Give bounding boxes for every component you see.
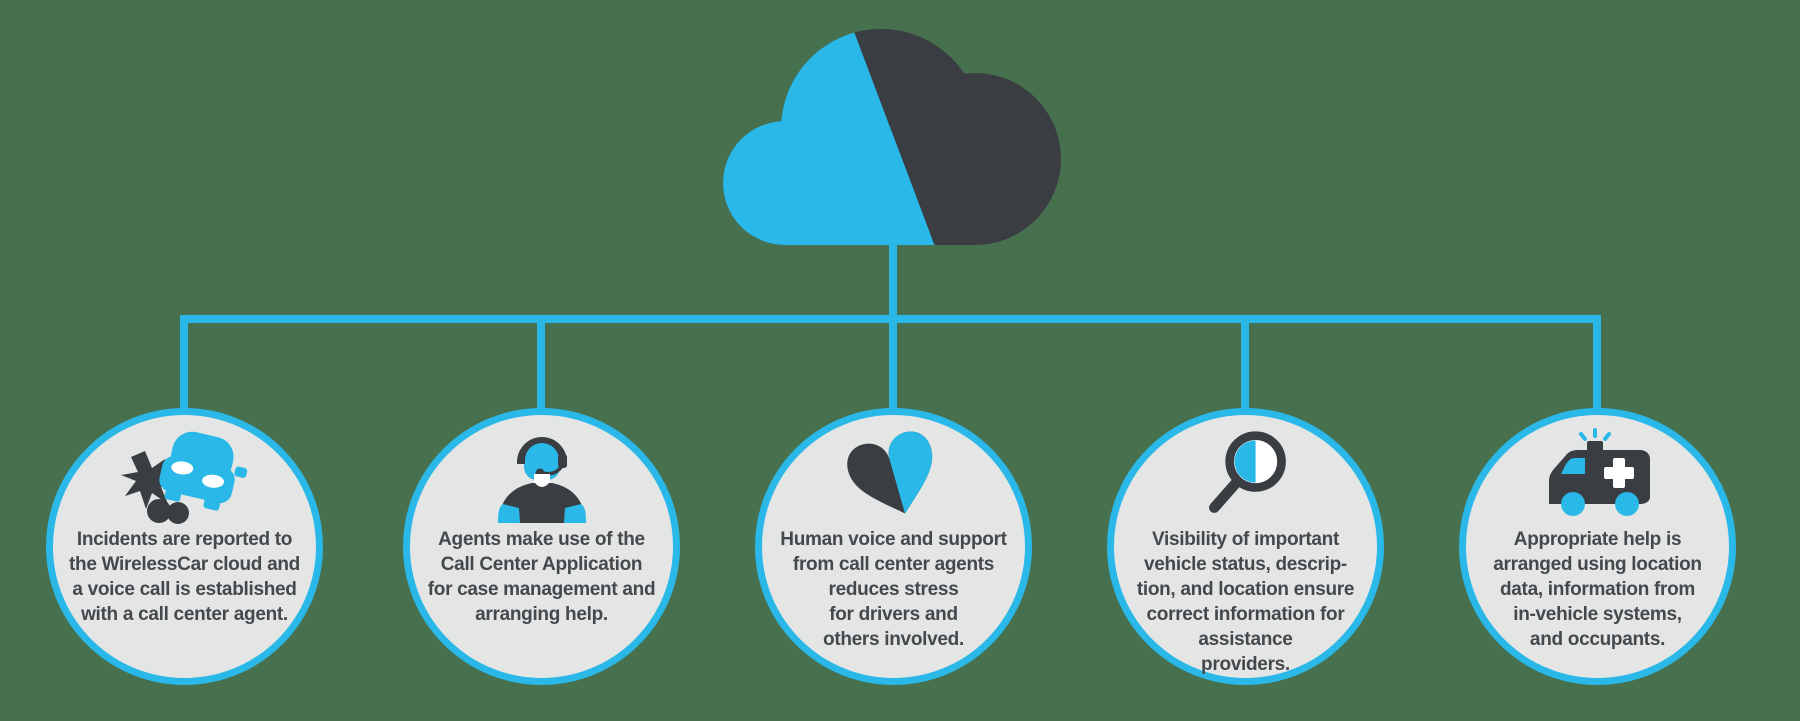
node-circle-visibility: Visibility of important vehicle status, … (1107, 408, 1384, 685)
node-text: Incidents are reported to the WirelessCa… (69, 529, 300, 625)
node-text: Agents make use of the Call Center Appli… (427, 529, 656, 625)
call-center-agent-icon (497, 436, 586, 523)
node-circle-heart: Human voice and support from call center… (755, 408, 1032, 685)
connector-drop-1 (180, 315, 188, 412)
icon-slot (844, 425, 944, 525)
icon-slot (482, 425, 602, 525)
connector-drop-4 (1241, 315, 1249, 412)
node-text: Visibility of important vehicle status, … (1136, 529, 1355, 675)
connector-drop-5 (1593, 315, 1601, 412)
connector-trunk (889, 245, 897, 323)
icon-slot (115, 425, 255, 525)
icon-slot (1533, 425, 1663, 525)
node-circle-incident: Incidents are reported to the WirelessCa… (46, 408, 323, 685)
node-circle-help: Appropriate help is arranged using locat… (1459, 408, 1736, 685)
car-crash-icon (120, 431, 247, 524)
cloud-icon (723, 29, 1061, 245)
node-text: Appropriate help is arranged using locat… (1493, 529, 1702, 650)
half-heart-icon (846, 431, 932, 514)
connector-drop-3 (889, 315, 897, 412)
node-text: Human voice and support from call center… (780, 529, 1007, 650)
node-circle-agent: Agents make use of the Call Center Appli… (403, 408, 680, 685)
icon-slot (1196, 425, 1296, 525)
ambulance-icon (1548, 427, 1650, 516)
magnifier-icon (1208, 431, 1286, 513)
connector-drop-2 (537, 315, 545, 412)
